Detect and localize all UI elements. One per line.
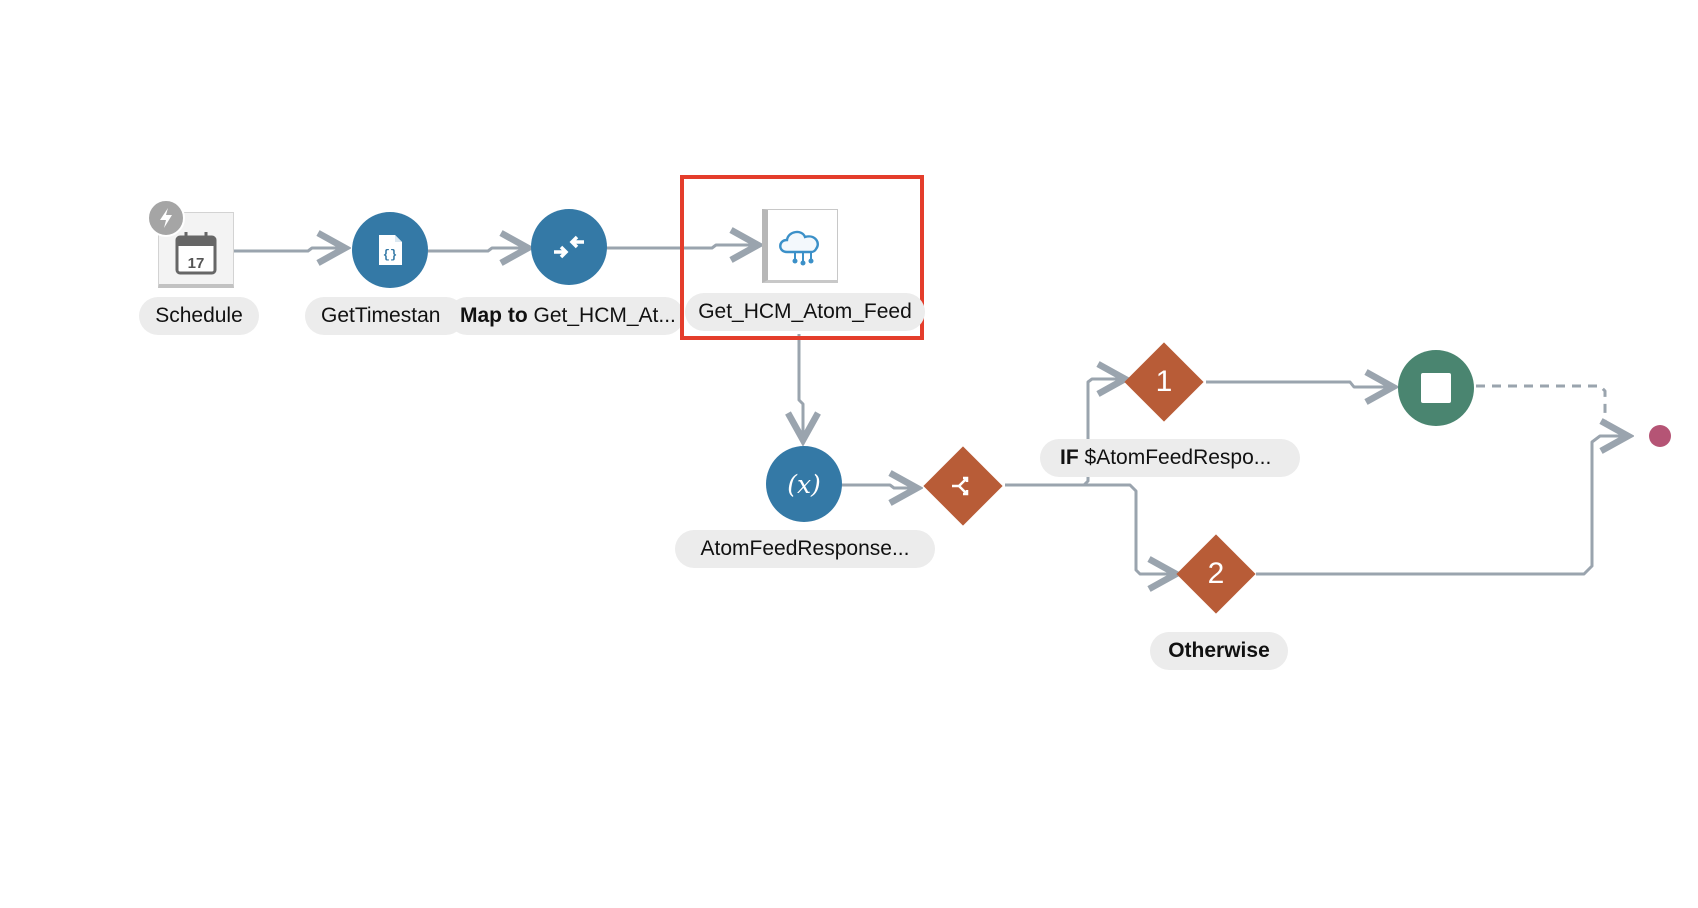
map-action[interactable]	[531, 209, 607, 285]
connector-invoke-assign	[799, 334, 803, 440]
branch-1-number: 1	[1155, 365, 1173, 398]
calendar-day: 17	[188, 255, 205, 272]
highlight-box	[680, 175, 924, 340]
svg-text:{}: {}	[383, 248, 397, 262]
lightning-bolt-icon	[160, 208, 172, 228]
branch-2-number: 2	[1207, 557, 1225, 590]
branch-1-condition-label[interactable]: IF $AtomFeedRespo...	[1040, 439, 1300, 477]
branch-1-condition: $AtomFeedRespo...	[1084, 446, 1272, 469]
merge-endpoint-dot	[1649, 425, 1671, 447]
json-document-icon: {}	[379, 235, 402, 265]
connector-branch2-merge	[1256, 436, 1628, 576]
branch-1-if-keyword: IF	[1060, 446, 1079, 469]
connector-switch-branch2	[1005, 483, 1176, 574]
connector-assign-switch	[840, 485, 917, 488]
connector-stop-merge	[1476, 384, 1607, 426]
stop-square-icon	[1421, 373, 1451, 403]
calendar-icon: 17	[175, 232, 217, 275]
assign-label[interactable]: AtomFeedResponse...	[675, 530, 935, 568]
get-timestamp-label[interactable]: GetTimestan	[305, 297, 465, 335]
connector-schedule-timestamp	[234, 248, 345, 251]
assign-action[interactable]: (x)	[766, 446, 842, 522]
assign-variable-symbol: (x)	[787, 469, 821, 499]
get-timestamp-action[interactable]: {}	[352, 212, 428, 288]
map-label-target: Get_HCM_At...	[533, 304, 676, 327]
switch-router-icon	[952, 476, 969, 496]
otherwise-text: Otherwise	[1168, 639, 1270, 662]
connector-timestamp-map	[428, 248, 528, 251]
mapper-arrows-icon	[554, 235, 584, 259]
connector-map-invoke	[606, 245, 758, 248]
get-hcm-atom-feed-invoke[interactable]	[762, 209, 838, 283]
cloud-connection-icon	[779, 230, 819, 266]
trigger-badge	[147, 199, 185, 237]
map-label[interactable]: Map to Get_HCM_At...	[448, 297, 684, 335]
schedule-label[interactable]: Schedule	[139, 297, 259, 335]
connector-branch1-stop	[1206, 382, 1393, 387]
stop-action[interactable]	[1398, 350, 1474, 426]
map-label-prefix: Map to	[460, 304, 528, 327]
otherwise-label[interactable]: Otherwise	[1150, 632, 1288, 670]
get-hcm-atom-feed-label[interactable]: Get_HCM_Atom_Feed	[685, 293, 925, 331]
